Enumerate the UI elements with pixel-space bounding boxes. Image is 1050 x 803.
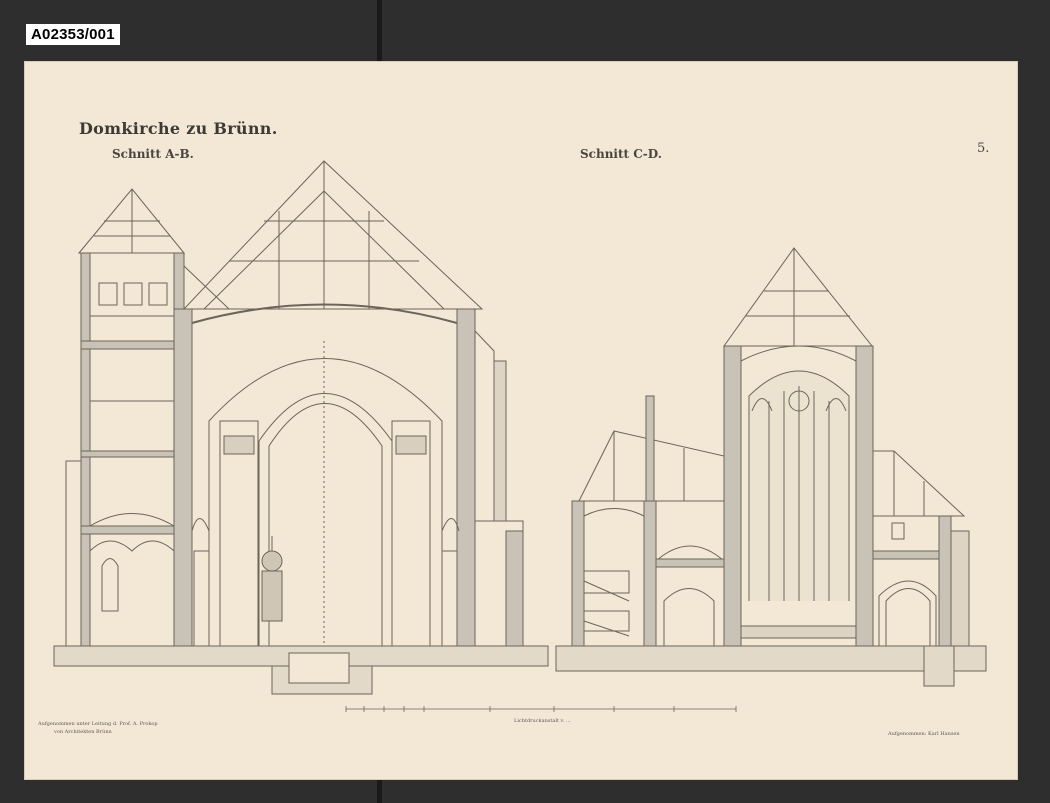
footer-credit-line-1: Aufgenommen unter Leitung d. Prof. A. Pr…	[38, 721, 158, 727]
section-drawings	[53, 160, 987, 712]
catalog-id-label: A02353/001	[26, 24, 120, 45]
tower	[65, 188, 186, 647]
scale-bar	[345, 706, 737, 712]
ground-right	[555, 645, 987, 672]
nave-arch-ab	[208, 341, 443, 647]
right-aisle-cd	[872, 450, 970, 647]
section-cd-label: Schnitt C-D.	[580, 147, 662, 161]
plate-number: 5.	[977, 141, 990, 156]
nave-roof-cd	[723, 247, 874, 347]
footer-surveyor-note: Aufgenommen: Karl Hansen	[888, 731, 960, 737]
choir-bay-cd	[740, 345, 857, 639]
drawing-sheet: Domkirche zu Brünn. Schnitt A-B. Schnitt…	[24, 61, 1018, 780]
drawing-title: Domkirche zu Brünn.	[79, 119, 278, 138]
section-ab-label: Schnitt A-B.	[112, 147, 194, 161]
nave-roof-ab	[182, 160, 484, 310]
pulpit	[261, 536, 283, 622]
footer-printer-note: Lichtdruckanstalt v. ...	[514, 718, 571, 724]
left-aisle-cd	[571, 395, 725, 647]
footer-credit-line-2: von Architekten Brünn	[54, 729, 112, 735]
